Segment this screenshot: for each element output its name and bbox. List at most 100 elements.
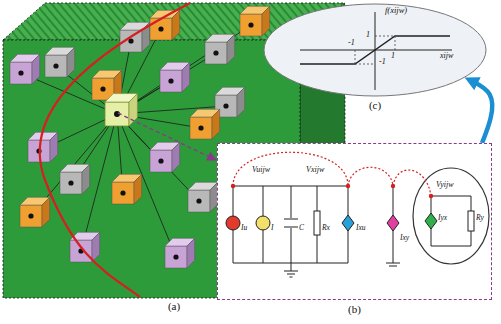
axis-label: f(xijw) [385,6,407,15]
component-label: Ixu [356,224,366,232]
capacitor-gap [284,218,298,228]
cell-cube [60,164,90,194]
cube-face [112,182,134,204]
cube-face [92,232,100,262]
guide-line [355,50,356,64]
ground-symbol [290,277,293,278]
node-dot [429,194,433,198]
panel-caption: (a) [3,301,345,312]
cube-face [240,14,262,36]
cube-face [45,55,67,77]
link-dot [128,38,133,43]
cube-face [182,62,190,92]
guide-line [395,36,396,50]
cube-face [190,117,212,139]
tick-label: -1 [348,39,355,47]
cell-cube [190,109,220,139]
voltage-label: Vyijw [436,181,453,189]
cell-cube [160,62,190,92]
link-dot [173,254,178,259]
link-dot [28,213,33,218]
center-cell [129,94,137,126]
cube-face [32,54,40,84]
link-dot [68,180,73,185]
wire [431,196,471,197]
voltage-source [226,216,240,230]
link-dot [213,50,218,55]
axis-label: xijw [440,52,453,60]
node-dot [346,184,350,188]
cube-face [172,10,180,40]
link-dot [248,22,253,27]
cell-cube [28,132,58,162]
ellipse-outline [264,4,486,96]
cube-face [134,174,142,204]
component-label: Rx [322,224,330,232]
component-label: I [271,224,274,232]
output-oval [413,168,489,264]
cell-cube [10,54,40,84]
link-dot [196,198,201,203]
dependent-source [425,213,437,229]
link-dot [168,78,173,83]
component-label: Iyx [438,214,447,222]
cell-cube [150,10,180,40]
component-label: Ry [476,214,484,222]
cube-face [237,87,245,117]
link-dot [18,70,23,75]
cell-cube [112,174,142,204]
boundary-curve [40,3,190,297]
dependent-source [342,215,354,231]
cube-face [187,238,195,268]
plot-drawing [263,3,487,97]
cube-face [172,142,180,172]
cell-cube [188,182,218,212]
ground-symbol [291,263,292,271]
cube-face [70,240,92,262]
component-label: Ixy [400,234,409,242]
cube-face [50,132,58,162]
cell-cube [45,47,75,77]
cell-cube [205,34,235,64]
cell-cube [165,238,195,268]
signal-link [393,170,431,196]
cube-face [227,34,235,64]
node-dot [391,184,395,188]
cube-face [188,190,210,212]
cube-face [160,70,182,92]
voltage-label: Vxijw [306,166,324,174]
cell-cube [150,142,180,172]
component-label: C [299,224,304,232]
signal-link [233,152,348,186]
voltage-label: Vuijw [252,166,270,174]
ground-symbol [386,263,400,264]
cube-face [20,205,42,227]
capacitor-plate [284,227,298,228]
cube-face [262,6,270,36]
link-dot [53,63,58,68]
link-dot [158,26,163,31]
cube-face [67,47,75,77]
tick-label: -1 [379,58,386,66]
center-cell [105,102,129,126]
capacitor-plate [284,219,298,220]
cell-cube [20,197,50,227]
zoom-arrow [118,113,216,160]
component-label: Iu [241,224,247,232]
cube-face [205,42,227,64]
cell-cube [240,6,270,36]
ground-symbol [389,266,397,267]
resistor-symbol [468,211,474,231]
feedback-arrow [470,80,493,143]
activation-curve [300,36,450,64]
link-dot [158,158,163,163]
guide-line [355,64,375,65]
resistor-symbol [314,211,320,235]
panel-caption: (c) [263,100,487,111]
current-source [256,216,270,230]
cube-face [150,150,172,172]
signal-link [348,167,393,186]
cell-group [10,6,270,268]
activation-ellipse: (c) [263,3,487,97]
